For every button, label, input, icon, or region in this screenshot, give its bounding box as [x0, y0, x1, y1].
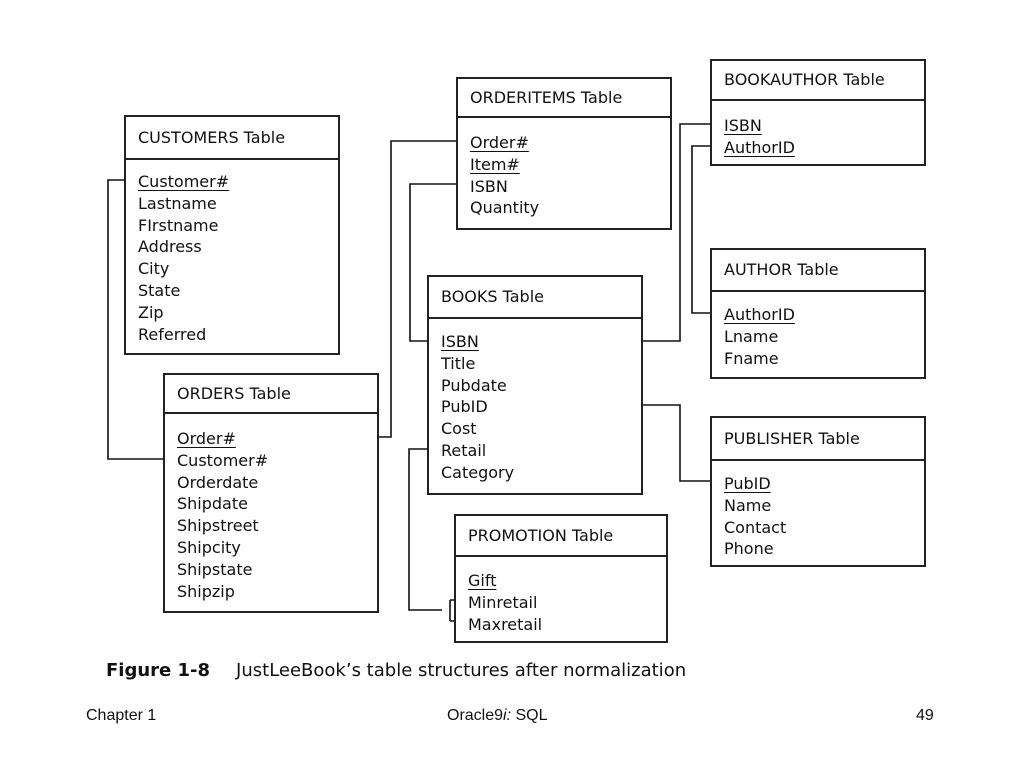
books-field: Pubdate	[441, 375, 507, 395]
publisher-field: PubID	[724, 474, 771, 493]
publisher-table-title: PUBLISHER Table	[724, 429, 860, 448]
books-table: BOOKS Table ISBN Title Pubdate PubID Cos…	[427, 275, 643, 495]
author-table: AUTHOR Table AuthorID Lname Fname	[710, 248, 926, 379]
footer-course-title: Oracle9i: SQL	[447, 707, 548, 724]
orderitems-table: ORDERITEMS Table Order# Item# ISBN Quant…	[456, 77, 672, 230]
orders-field: Shipcity	[177, 537, 241, 557]
publisher-field: Phone	[724, 539, 774, 559]
books-field: PubID	[441, 397, 488, 417]
books-table-title: BOOKS Table	[441, 287, 544, 306]
publisher-field: Contact	[724, 517, 787, 537]
publisher-table-header: PUBLISHER Table	[712, 418, 924, 461]
books-field: Cost	[441, 419, 477, 439]
orderitems-table-title: ORDERITEMS Table	[470, 88, 623, 107]
orders-field: Shipstate	[177, 559, 253, 579]
author-field: AuthorID	[724, 305, 795, 324]
orders-field: Shipdate	[177, 494, 248, 514]
figure-caption: Figure 1-8 JustLeeBook’s table structures…	[106, 660, 686, 681]
orderitems-field: Order#	[470, 133, 529, 152]
link-books-promotion	[408, 448, 444, 611]
books-field: Retail	[441, 440, 487, 460]
bookauthor-table: BOOKAUTHOR Table ISBN AuthorID	[710, 59, 926, 166]
customers-field: Zip	[138, 302, 164, 322]
orders-table: ORDERS Table Order# Customer# Orderdate …	[163, 373, 379, 613]
books-field-list: ISBN Title Pubdate PubID Cost Retail Cat…	[441, 331, 637, 484]
customers-table-header: CUSTOMERS Table	[126, 117, 338, 160]
author-table-title: AUTHOR Table	[724, 260, 839, 279]
promotion-table-header: PROMOTION Table	[456, 516, 666, 557]
link-bookauthor-author	[691, 145, 725, 317]
customers-field: State	[138, 280, 181, 300]
publisher-field-list: PubID Name Contact Phone	[724, 473, 920, 560]
customers-field: City	[138, 259, 170, 279]
customers-field: Address	[138, 237, 202, 257]
orderitems-field: Quantity	[470, 198, 540, 218]
author-field: Fname	[724, 348, 779, 368]
bookauthor-table-header: BOOKAUTHOR Table	[712, 61, 924, 101]
books-field: ISBN	[441, 332, 479, 351]
customers-table: CUSTOMERS Table Customer# Lastname FIrst…	[124, 115, 340, 355]
books-field: Title	[441, 353, 476, 373]
orders-table-title: ORDERS Table	[177, 384, 291, 403]
publisher-field: Name	[724, 495, 772, 515]
bookauthor-field: AuthorID	[724, 137, 795, 157]
figure-number: Figure 1-8	[106, 660, 211, 681]
orderitems-field: ISBN	[470, 176, 508, 196]
orders-field: Shipzip	[177, 581, 235, 601]
customers-table-title: CUSTOMERS Table	[138, 128, 286, 147]
orders-field: Orderdate	[177, 472, 259, 492]
promotion-table: PROMOTION Table Gift Minretail Maxretail	[454, 514, 668, 643]
orders-field: Order#	[177, 429, 236, 448]
customers-field: Referred	[138, 324, 207, 344]
figure-caption-text: JustLeeBook’s table structures after nor…	[236, 660, 687, 681]
footer-page-number: 49	[916, 707, 934, 724]
customers-field: Lastname	[138, 193, 217, 213]
books-field: Category	[441, 462, 515, 482]
orders-table-header: ORDERS Table	[165, 375, 377, 414]
link-customers-orders	[107, 179, 173, 463]
orderitems-field-list: Order# Item# ISBN Quantity	[470, 132, 666, 219]
promotion-field-list: Gift Minretail Maxretail	[468, 570, 662, 635]
customers-field: FIrstname	[138, 215, 219, 235]
author-field: Lname	[724, 326, 779, 346]
customers-field: Customer#	[138, 172, 230, 191]
orders-field: Shipstreet	[177, 516, 259, 536]
promotion-field: Maxretail	[468, 614, 543, 634]
orders-field: Customer#	[177, 450, 269, 470]
customers-field-list: Customer# Lastname FIrstname Address Cit…	[138, 171, 334, 345]
books-table-header: BOOKS Table	[429, 277, 641, 319]
author-table-header: AUTHOR Table	[712, 250, 924, 292]
footer-chapter: Chapter 1	[86, 707, 157, 724]
link-orderitems-books	[409, 183, 468, 345]
bookauthor-field: ISBN	[724, 116, 762, 135]
bookauthor-table-title: BOOKAUTHOR Table	[724, 70, 885, 89]
bookauthor-field-list: ISBN AuthorID	[724, 115, 920, 159]
orders-field-list: Order# Customer# Orderdate Shipdate Ship…	[177, 428, 373, 602]
promotion-field: Gift	[468, 571, 497, 590]
orderitems-field: Item#	[470, 154, 520, 174]
promotion-field: Minretail	[468, 592, 538, 612]
author-field-list: AuthorID Lname Fname	[724, 304, 920, 369]
promotion-table-title: PROMOTION Table	[468, 526, 614, 545]
orderitems-table-header: ORDERITEMS Table	[458, 79, 670, 118]
publisher-table: PUBLISHER Table PubID Name Contact Phone	[710, 416, 926, 567]
